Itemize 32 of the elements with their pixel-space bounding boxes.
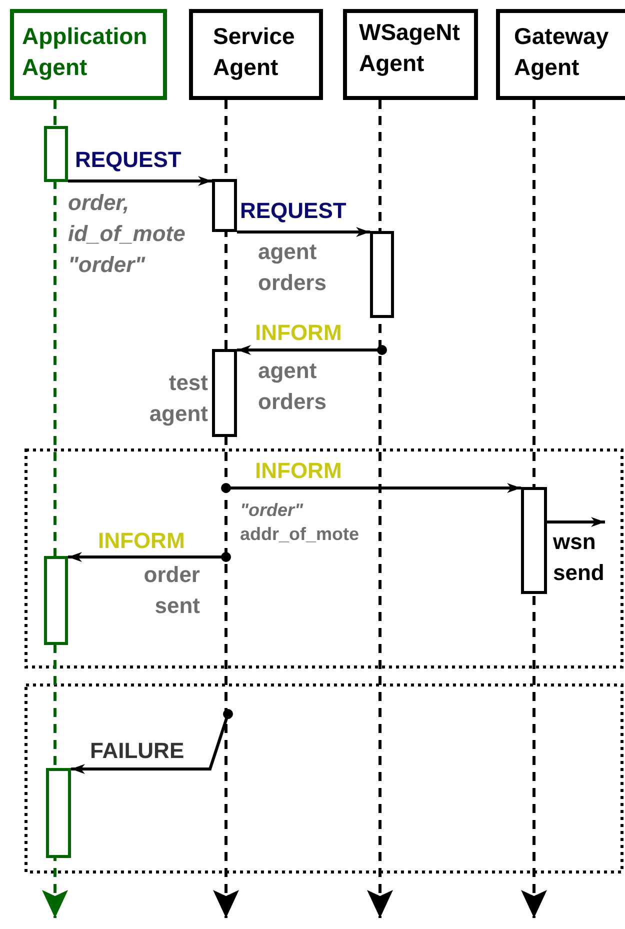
message-arrow — [221, 483, 521, 493]
lifeline-arrow — [367, 100, 393, 918]
message-label: INFORM — [255, 320, 342, 346]
message-label: REQUEST — [240, 198, 346, 224]
message-arrow — [237, 227, 370, 237]
message-label: INFORM — [255, 458, 342, 484]
activation-bar — [521, 487, 547, 594]
message-note: order sent — [142, 561, 200, 620]
activation-bar — [370, 231, 394, 318]
message-arrow — [68, 552, 231, 562]
agent-box: Application Agent — [10, 9, 167, 100]
activation-bar — [44, 556, 68, 645]
activation-bar — [212, 179, 237, 232]
message-note: "order" addr_of_mote — [240, 499, 360, 546]
agent-box: WSageNt Agent — [343, 9, 478, 100]
message-arrow — [237, 345, 387, 355]
message-label: INFORM — [98, 528, 185, 554]
activation-bar — [212, 349, 237, 437]
message-note: agent orders — [258, 238, 328, 297]
activation-bar — [46, 768, 71, 858]
message-arrow — [71, 709, 233, 774]
message-label: FAILURE — [90, 738, 184, 764]
message-label: REQUEST — [75, 147, 182, 173]
message-note: order, id_of_mote "order" — [68, 189, 186, 279]
agent-box: Service Agent — [189, 9, 323, 100]
action-text: wsn send — [549, 512, 621, 592]
agent-box: Gateway Agent — [496, 9, 625, 100]
message-note: test agent — [148, 369, 208, 428]
message-arrow — [68, 176, 212, 186]
message-note: agent orders — [258, 357, 328, 416]
message-arrow — [547, 517, 605, 527]
activation-bar — [44, 126, 68, 182]
